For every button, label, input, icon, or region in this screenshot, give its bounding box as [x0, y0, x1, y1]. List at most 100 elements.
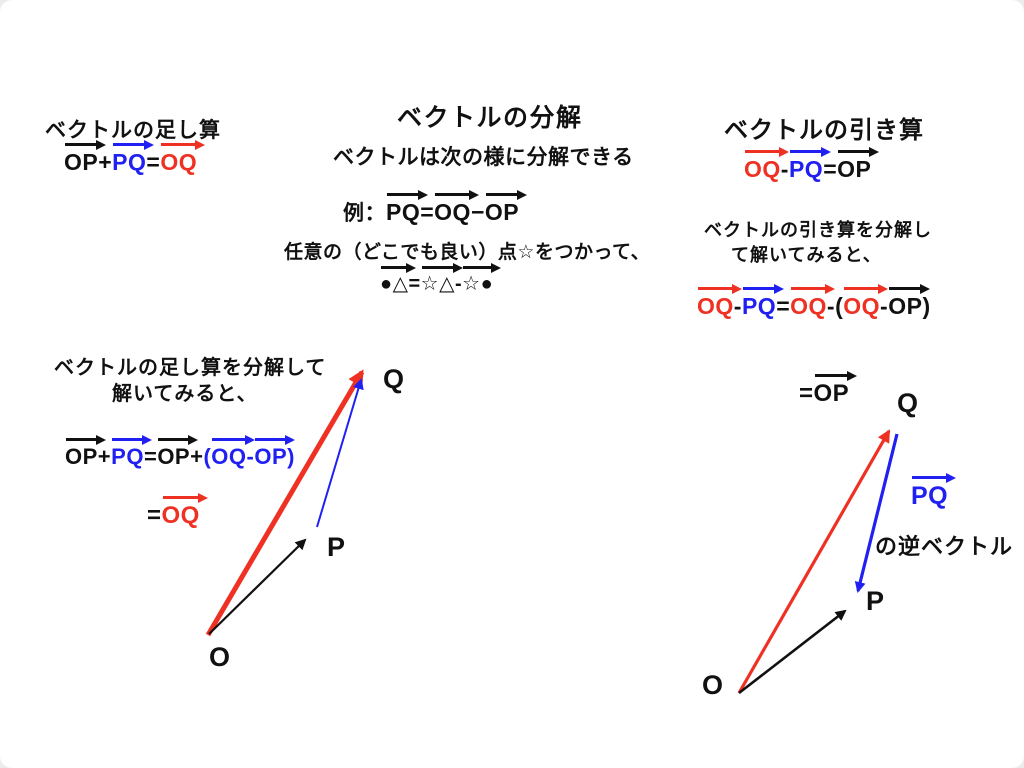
- vector-arrow-icon: [485, 189, 528, 200]
- equation-decomposition: 例： PQ = OQ − OP: [343, 189, 528, 226]
- eq-token: OP: [157, 444, 191, 469]
- equation-subtraction-result: = OP: [799, 370, 857, 407]
- equals-operator: =: [420, 199, 435, 225]
- minus-operator: -: [780, 156, 789, 182]
- vector-arrow-icon: [254, 434, 295, 445]
- right-point-label-o: O: [702, 670, 724, 700]
- decomposition-title: ベクトルの分解: [397, 104, 583, 132]
- vector-arrow-icon: [434, 189, 479, 200]
- eq-token: OQ: [744, 156, 781, 182]
- vector-arrow-icon: [790, 283, 835, 294]
- equation-addition-expanded: OP + PQ = OP + ( OQ - OP ): [65, 434, 295, 469]
- right-paren: ): [287, 444, 295, 469]
- subtraction-title: ベクトルの引き算: [724, 117, 924, 144]
- left-pq-vector-line: [316, 378, 364, 528]
- minus-operator: −: [470, 199, 485, 225]
- vector-arrow-icon: [462, 262, 502, 273]
- eq-token: OP: [64, 149, 99, 175]
- addition-note-line2: 解いてみると、: [112, 383, 258, 405]
- left-paren: (: [203, 444, 212, 469]
- eq-token: PQ: [911, 482, 949, 510]
- minus-operator: -: [880, 293, 889, 319]
- eq-token: OQ: [161, 502, 200, 529]
- eq-token: PQ: [111, 444, 144, 469]
- equation-addition-result: = OQ: [147, 492, 209, 529]
- vector-arrow-icon: [380, 262, 417, 273]
- vector-arrow-icon: [112, 139, 155, 150]
- vector-arrow-icon: [111, 434, 152, 445]
- vector-arrow-icon: [162, 492, 209, 503]
- vector-arrow-icon: [843, 283, 888, 294]
- left-point-label-q: Q: [383, 364, 405, 394]
- right-qp-reverse-vector-line: [854, 433, 899, 593]
- vector-arrow-icon: [421, 262, 464, 273]
- right-op-vector-line: [738, 609, 847, 695]
- any-point-note: 任意の（どこでも良い）点☆をつかって、: [284, 242, 651, 263]
- pq-vector-label: PQ: [911, 472, 957, 510]
- vector-arrow-icon: [789, 146, 832, 157]
- eq-token: ☆●: [462, 273, 494, 295]
- decomposition-subtitle: ベクトルは次の様に分解できる: [333, 146, 634, 169]
- minus-operator: -: [246, 444, 255, 469]
- equals-operator: =: [823, 156, 838, 182]
- vector-arrow-icon: [65, 434, 106, 445]
- eq-token: PQ: [741, 293, 777, 319]
- right-point-label-p: P: [866, 586, 885, 616]
- vector-arrow-icon: [157, 434, 198, 445]
- equals-operator: =: [143, 444, 158, 469]
- minus-operator: -: [733, 293, 742, 319]
- minus-operator: -: [454, 273, 463, 295]
- vector-arrow-icon: [64, 139, 107, 150]
- eq-token: PQ: [788, 156, 824, 182]
- right-paren: ): [922, 293, 931, 319]
- left-paren: (: [835, 293, 844, 319]
- plus-operator: +: [97, 444, 112, 469]
- addition-title: ベクトルの足し算: [45, 119, 221, 142]
- eq-token: OP: [65, 444, 98, 469]
- eq-token: OP: [813, 380, 850, 407]
- vector-arrow-icon: [814, 370, 858, 381]
- eq-token: ☆△: [420, 273, 455, 295]
- equation-subtraction-expanded: OQ - PQ = OQ - ( OQ - OP ): [697, 283, 931, 319]
- eq-token: OQ: [790, 293, 827, 319]
- eq-token: OQ: [697, 293, 734, 319]
- vector-arrow-icon: [888, 283, 931, 294]
- vector-arrow-icon: [697, 283, 742, 294]
- equals-operator: =: [147, 502, 162, 529]
- vector-arrow-icon: [211, 434, 255, 445]
- addition-note-line1: ベクトルの足し算を分解して: [54, 357, 327, 379]
- vector-arrow-icon: [160, 139, 205, 150]
- eq-token: OP: [484, 199, 520, 225]
- reverse-vector-note: の逆ベクトル: [875, 534, 1014, 559]
- vector-arrow-icon: [911, 472, 957, 483]
- equals-operator: =: [408, 273, 421, 295]
- plus-operator: +: [98, 149, 113, 175]
- left-point-label-p: P: [327, 532, 346, 562]
- eq-token: PQ: [386, 199, 421, 225]
- equals-operator: =: [799, 380, 814, 407]
- vector-arrow-icon: [386, 189, 429, 200]
- plus-operator: +: [190, 444, 204, 469]
- equals-operator: =: [146, 149, 161, 175]
- subtraction-note-line1: ベクトルの引き算を分解し: [704, 220, 932, 240]
- eq-token: ●△: [380, 273, 409, 295]
- vector-arrow-icon: [744, 146, 789, 157]
- equation-addition: OP + PQ = OQ: [64, 139, 205, 175]
- equation-subtraction: OQ - PQ = OP: [744, 146, 880, 182]
- eq-token: OQ: [843, 293, 881, 319]
- eq-token: OQ: [434, 199, 471, 225]
- subtraction-note-line2: て解いてみると、: [731, 245, 882, 265]
- equation-symbolic: ●△ = ☆△ - ☆●: [380, 262, 502, 295]
- eq-token: OQ: [160, 149, 198, 175]
- vector-arrow-icon: [742, 283, 785, 294]
- right-oq-vector-line: [737, 429, 891, 694]
- eq-token: PQ: [112, 149, 147, 175]
- left-point-label-o: O: [209, 642, 231, 672]
- minus-operator: -: [826, 293, 836, 319]
- right-point-label-q: Q: [897, 388, 919, 418]
- eq-token: OP: [254, 444, 288, 469]
- example-prefix: 例：: [343, 202, 386, 226]
- left-oq-vector-line: [205, 369, 365, 637]
